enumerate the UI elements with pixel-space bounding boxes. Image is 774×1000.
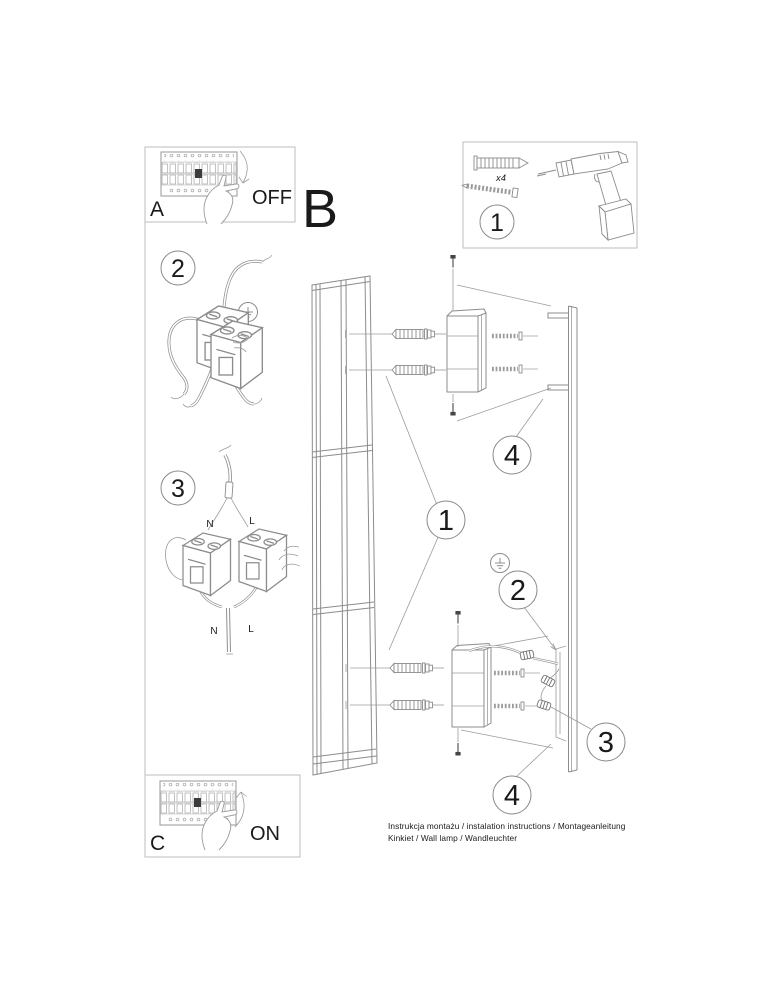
wall-anchor-icon: [389, 699, 445, 711]
callout-3-label: 3: [598, 727, 614, 759]
panel-c-box: [144, 774, 301, 858]
callout-step-1-label: 1: [490, 209, 504, 237]
screw-icon: [449, 254, 457, 269]
screw-icon: [494, 702, 540, 710]
wire-live-label: L: [249, 516, 255, 527]
wall-anchor-icon: [473, 155, 529, 171]
panel-borders: [144, 141, 638, 858]
panel-c-power-on: C ON: [150, 780, 280, 855]
callout-3: 3: [550, 706, 626, 762]
callout-step-3: [160, 470, 196, 506]
power-on-label: ON: [250, 823, 280, 845]
screw-icon: [492, 332, 538, 340]
step-2-wiring: 2: [160, 250, 273, 408]
screw-hole-marks: [345, 330, 392, 709]
callout-2: 2: [498, 570, 557, 651]
callout-4-top: 4: [492, 398, 544, 475]
wire-connector-icon: [519, 649, 535, 661]
wire-live-label: L: [248, 624, 254, 635]
wires: [165, 444, 259, 655]
callout-step-3-label: 3: [171, 475, 185, 503]
panel-a-power-off: A OFF: [150, 150, 292, 225]
screw-icon: [454, 610, 462, 625]
arrow-down-icon: [238, 150, 250, 184]
callout-step-2-label: 2: [171, 255, 185, 283]
callout-4-bottom: 4: [492, 743, 552, 815]
panel-parts-box: [462, 141, 638, 249]
main-assembly: 1 4 2 3 4: [311, 254, 626, 815]
terminal-block-icon: [238, 528, 288, 593]
wall-anchor-icon: [391, 328, 447, 340]
footer-line-1: Instrukcja montażu / instalation instruc…: [388, 821, 626, 831]
finger-icon: [231, 335, 249, 353]
mounting-bracket-top: [446, 254, 552, 422]
wall-anchor-icon: [389, 662, 445, 674]
finger-icon: [278, 545, 301, 571]
callout-2-label: 2: [510, 575, 526, 607]
callout-1: 1: [385, 375, 466, 651]
wire-neutral-label: N: [206, 519, 213, 530]
panel-a-label: A: [150, 198, 164, 221]
drill-icon: [536, 150, 635, 242]
panel-c-label: C: [150, 832, 165, 855]
earth-symbol-icon: [490, 553, 510, 573]
callout-1-label: 1: [438, 505, 454, 537]
step-3-wiring: 3 N L N L: [160, 444, 301, 655]
screw-icon: [449, 402, 457, 417]
panel-parts: x4 1: [460, 150, 635, 242]
callout-step-1: [479, 204, 515, 240]
lamp-wiring: [468, 645, 560, 712]
screw-icon: [494, 669, 540, 677]
lamp-profile-drawing: [311, 275, 378, 776]
wire-connector-icon: [540, 674, 556, 688]
power-off-label: OFF: [252, 187, 292, 209]
wires: [167, 254, 273, 408]
wall-anchor-icon: [391, 364, 447, 376]
section-b-label: B: [302, 179, 338, 239]
wall-rail-drawing: [547, 305, 578, 773]
footer: Instrukcja montażu / instalation instruc…: [388, 821, 626, 843]
callout-4-label: 4: [504, 780, 520, 812]
callout-4-label: 4: [504, 440, 520, 472]
terminal-block-icon: [182, 532, 232, 597]
wire-connector-icon: [536, 698, 552, 712]
screw-icon: [454, 742, 462, 757]
callout-step-2: [160, 250, 196, 286]
mounting-bracket-bottom: [451, 610, 554, 757]
terminal-block-icon: [210, 320, 263, 390]
screw-icon: [460, 183, 519, 199]
screw-icon: [492, 365, 538, 373]
anchor-quantity-label: x4: [495, 173, 506, 184]
arrow-up-icon: [234, 791, 247, 828]
footer-line-2: Kinkiet / Wall lamp / Wandleuchter: [388, 833, 517, 843]
wire-neutral-label: N: [210, 626, 217, 637]
